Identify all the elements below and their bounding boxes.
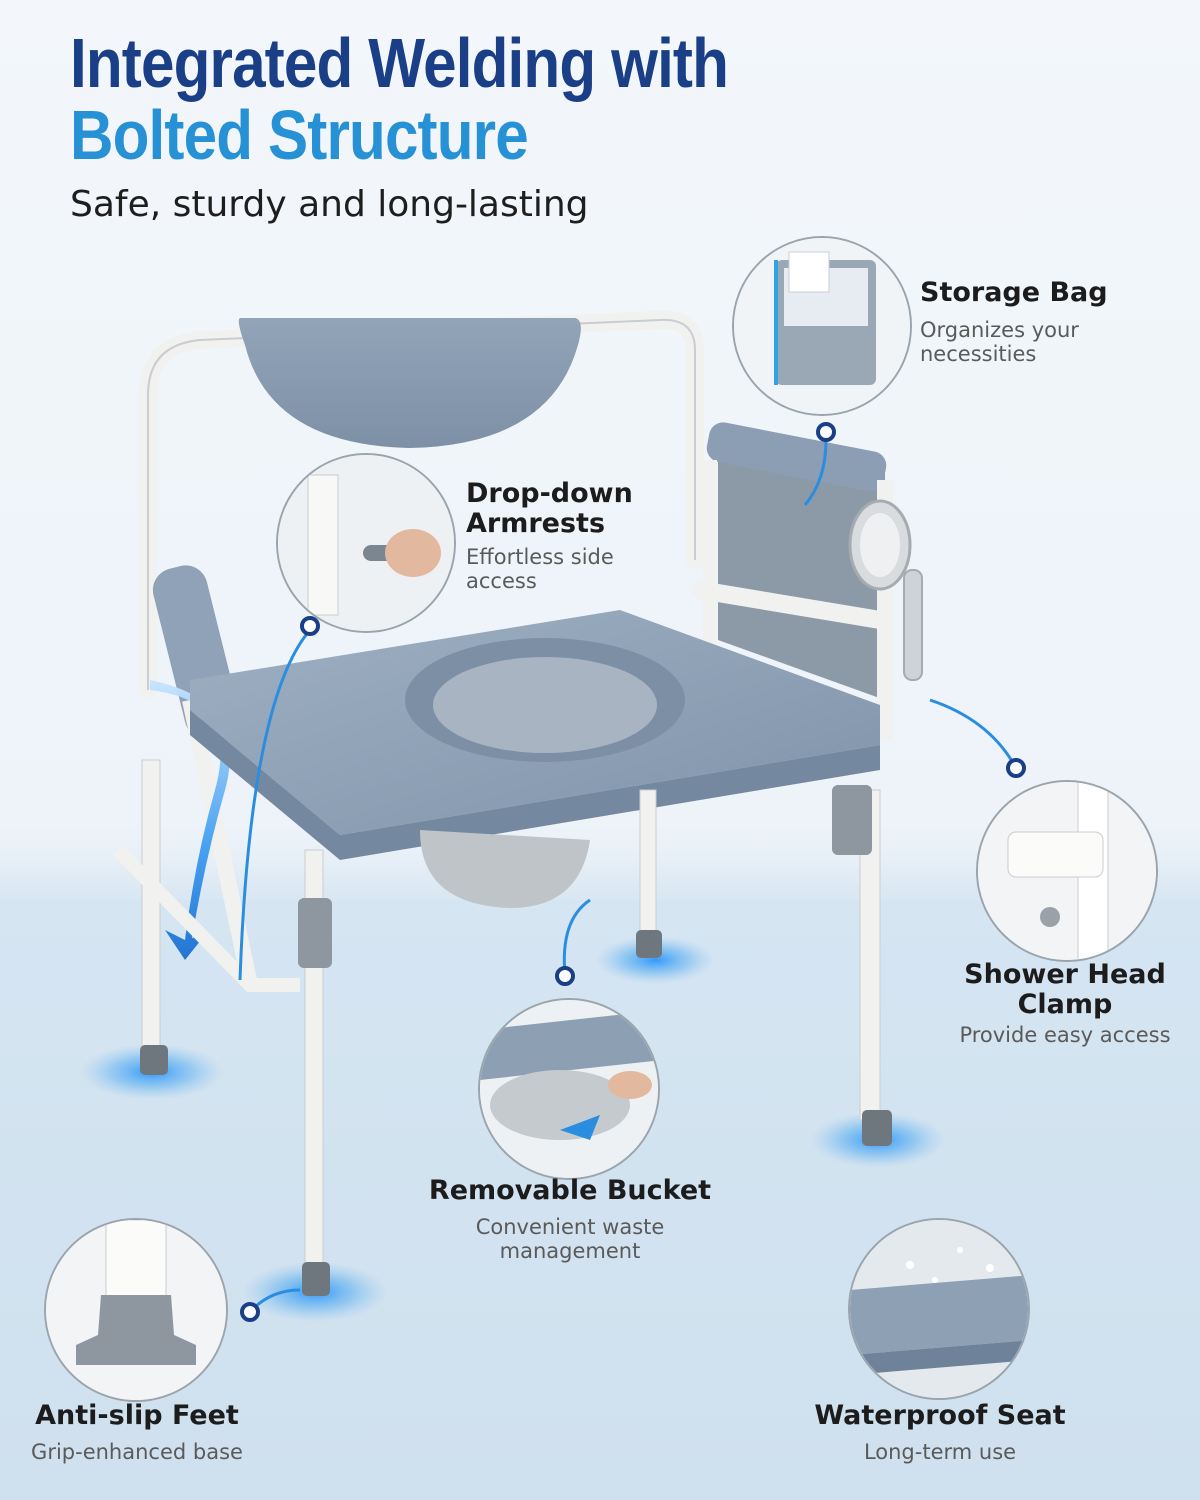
clamp-title-1: Shower Head	[964, 959, 1166, 990]
foot-glow-back-center	[595, 936, 715, 984]
shower-head-clamp-inset	[976, 780, 1158, 962]
back-frame-outline	[147, 318, 696, 690]
seat-edge	[190, 710, 880, 860]
armrests-title-1: Drop-down	[466, 478, 633, 509]
rubber-foot-icon	[46, 1220, 226, 1400]
bucket-icon	[480, 1000, 658, 1178]
armrest-dot	[300, 616, 320, 636]
armrests-desc-2: access	[466, 569, 537, 593]
armrests-title-2: Armrests	[466, 508, 606, 539]
connector-lines	[238, 439, 1018, 1314]
headline-line-1: Integrated Welding with	[70, 24, 729, 102]
headline-line-2: Bolted Structure	[70, 96, 529, 174]
anti-slip-feet-inset	[44, 1218, 228, 1402]
bucket-title: Removable Bucket	[428, 1175, 712, 1206]
armrests-desc-1: Effortless side	[466, 545, 614, 569]
backrest	[238, 318, 581, 448]
subheadline: Safe, sturdy and long-lasting	[70, 184, 589, 225]
drop-down-armrests-inset	[276, 453, 456, 633]
legs	[140, 759, 892, 1296]
storage-bag-title: Storage Bag	[920, 277, 1108, 308]
right-armrest-pad	[706, 422, 887, 492]
storage-bag-desc-1: Organizes your	[920, 318, 1079, 342]
bucket-desc-2: management	[499, 1239, 641, 1263]
clamp-desc: Provide easy access	[959, 1023, 1171, 1047]
removable-bucket-inset	[478, 998, 660, 1180]
feet-dot	[240, 1302, 260, 1322]
bucket-desc-1: Convenient waste	[475, 1215, 665, 1239]
bucket-dot	[555, 966, 575, 986]
shower-head	[848, 499, 923, 681]
bucket	[420, 830, 590, 908]
right-armrest-tube	[691, 581, 889, 629]
storage-bag-desc-2: necessities	[920, 342, 1037, 366]
storage-bag-panel	[718, 432, 885, 700]
left-armrest-tube	[182, 698, 258, 987]
waterproof-seat-title: Waterproof Seat	[814, 1400, 1066, 1431]
clamp-icon	[978, 782, 1156, 960]
seat-opening	[433, 657, 657, 753]
drop-down-arrow	[150, 680, 230, 960]
waterproof-seat-inset	[848, 1218, 1030, 1400]
clamp-title-2: Clamp	[1017, 989, 1113, 1020]
side-rail	[112, 845, 300, 992]
clamp-dot	[1006, 758, 1026, 778]
storage-bag-inset	[732, 236, 912, 416]
waterproof-seat-desc: Long-term use	[863, 1440, 1017, 1464]
feet-desc: Grip-enhanced base	[31, 1440, 243, 1464]
water-splash-icon	[850, 1220, 1028, 1398]
feet-title: Anti-slip Feet	[35, 1400, 239, 1431]
storage-bag-icon	[734, 238, 910, 414]
storage-bag-dot	[816, 422, 836, 442]
armrest-release-icon	[278, 455, 454, 631]
